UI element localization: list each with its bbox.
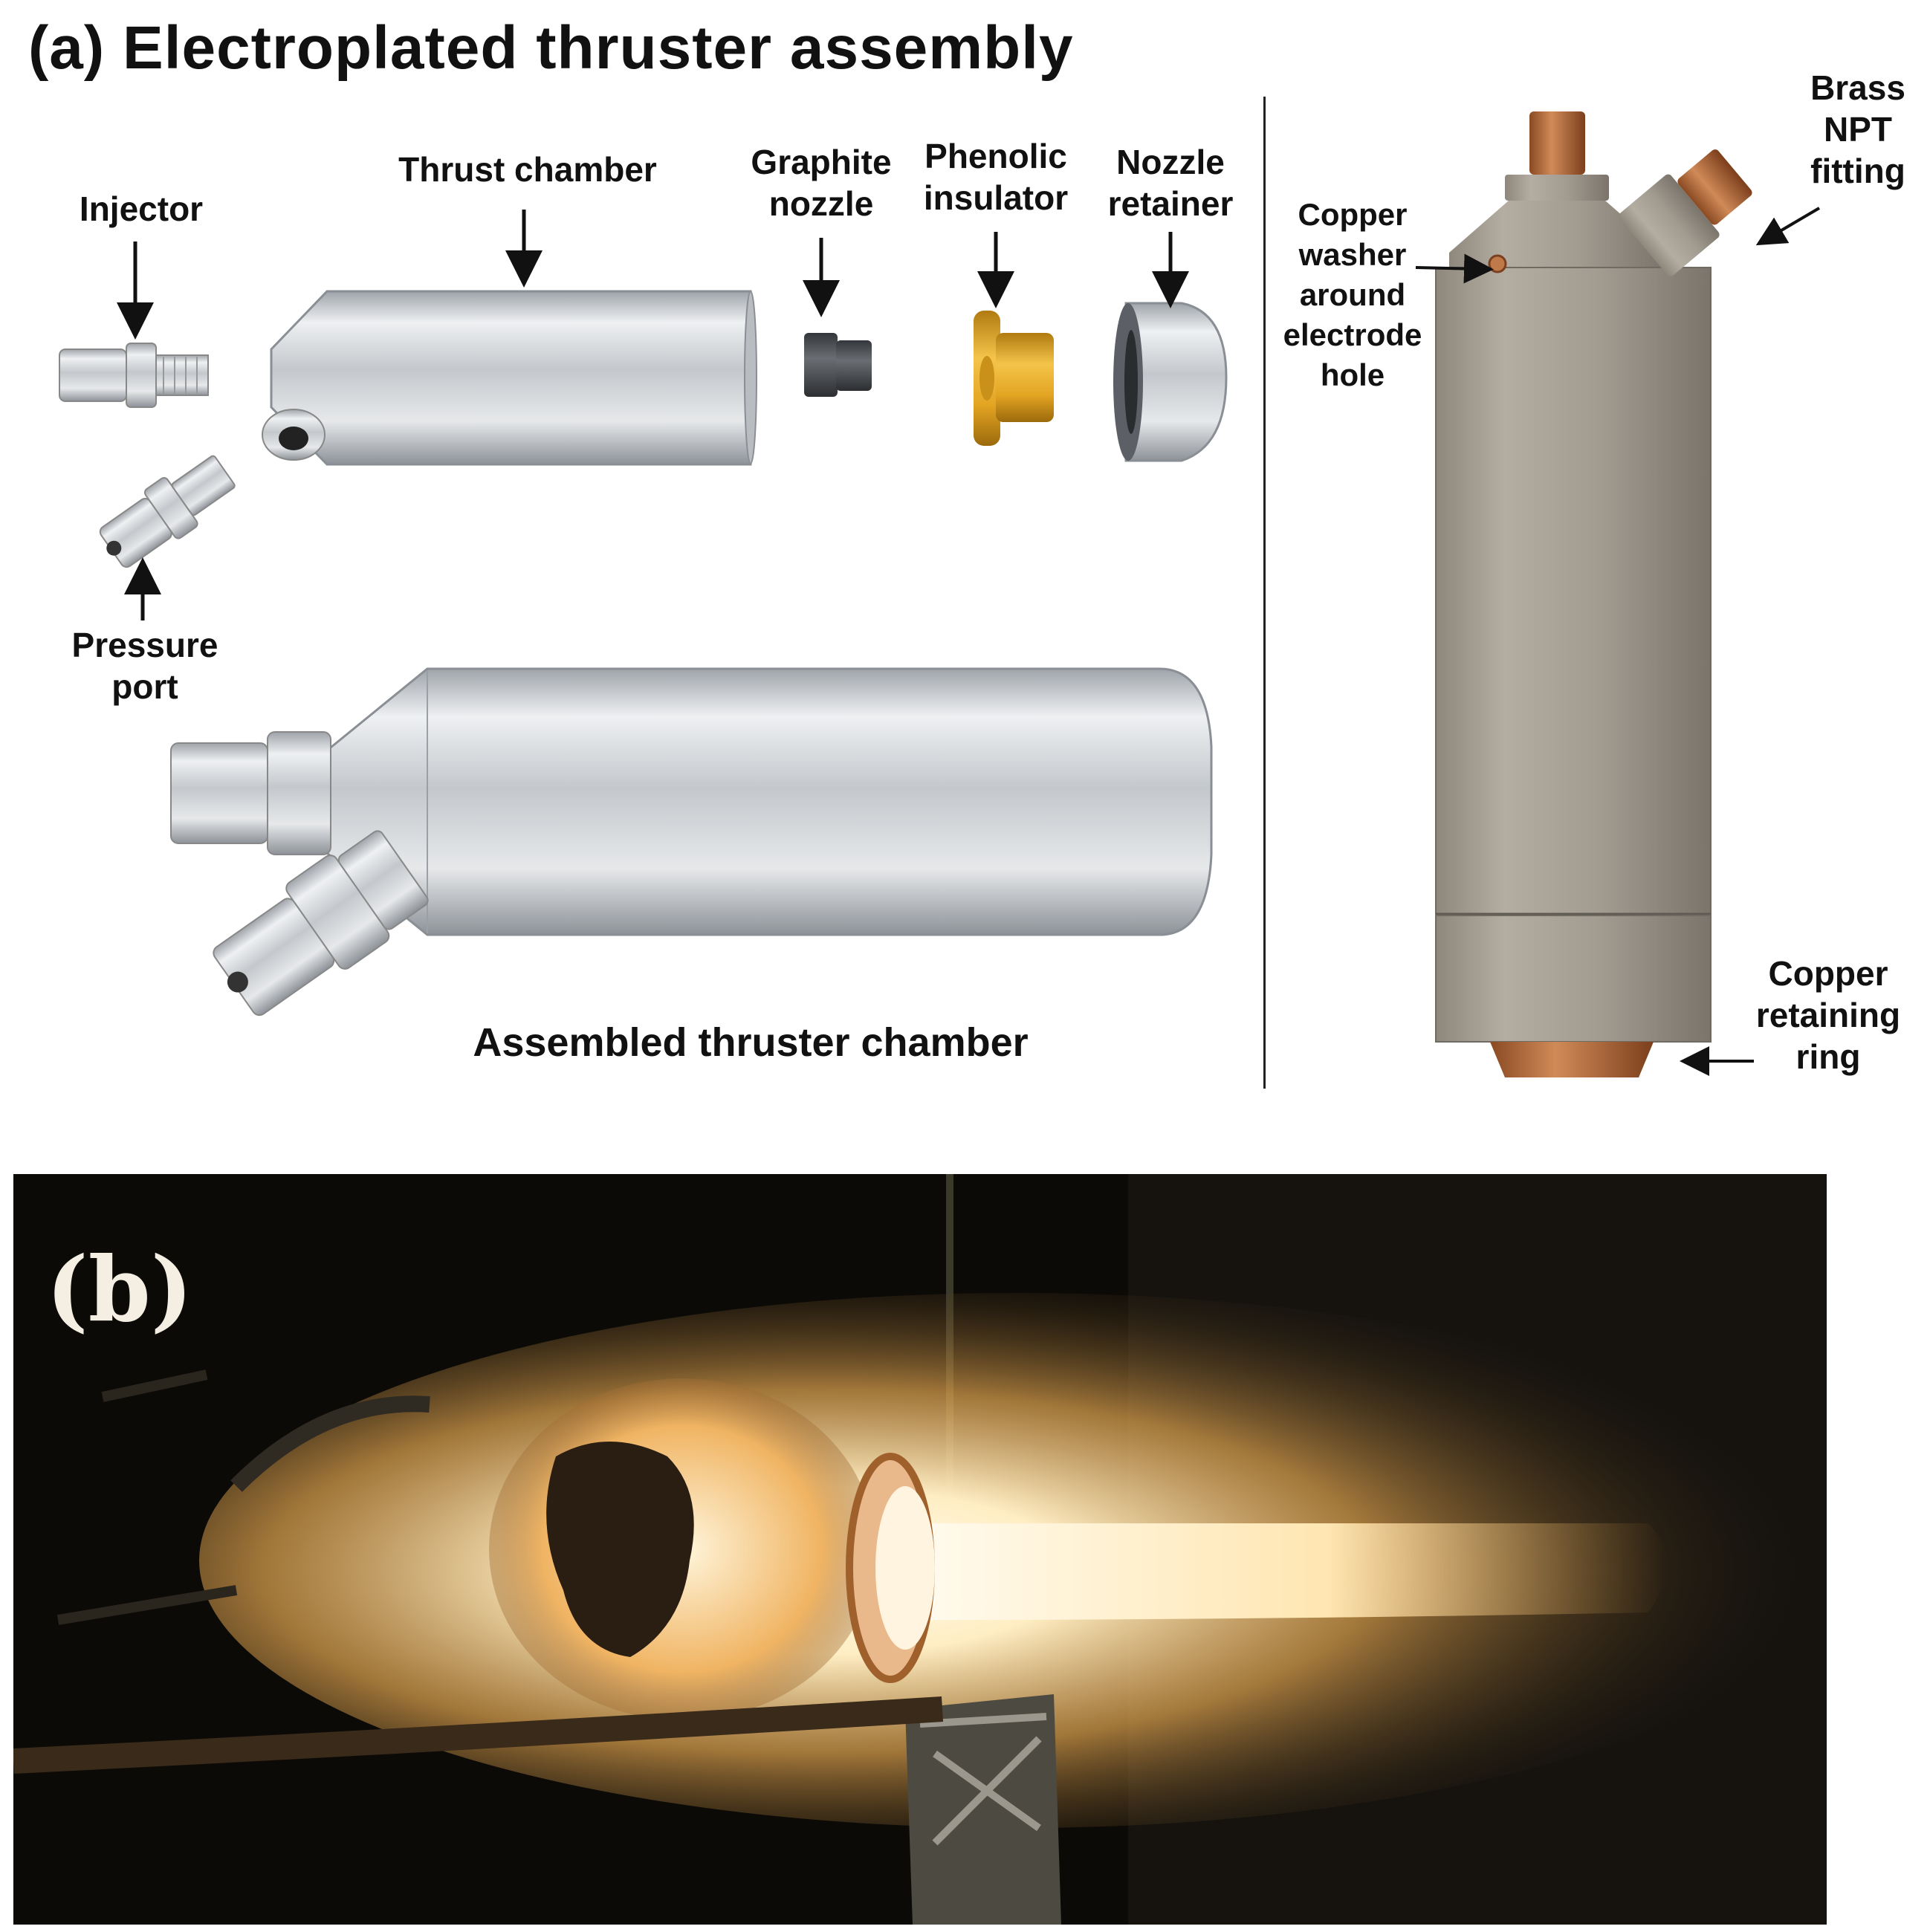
exploded-view-illustration [59,111,1821,1077]
panel-b-label: (b) [46,1237,193,1342]
label-nozzle-retainer: Nozzle retainer [1107,143,1234,223]
injector-part [59,343,209,408]
label-phenolic-insulator: Phenolic insulator [923,137,1069,217]
graphite-nozzle-part [804,333,872,397]
panel-a-title: (a) Electroplated thruster assembly [28,14,1074,82]
label-copper-washer: Copper washer around electrode hole [1283,197,1422,392]
nozzle-retainer-part [1113,302,1228,462]
brass-npt-arrow [1755,207,1821,246]
pressure-port-part [99,455,236,568]
electroplated-thruster-part [1435,111,1752,1077]
label-graphite-nozzle: Graphite nozzle [751,143,892,223]
panel-divider [1263,97,1266,1089]
hot-fire-photo [13,1174,1827,1925]
label-copper-retaining-ring: Copper retaining ring [1755,954,1901,1076]
assembled-thruster-part [170,667,1213,1017]
thrust-chamber-part [262,290,757,466]
copper-washer-arrow [1415,253,1494,284]
label-injector: Injector [79,189,204,228]
hot-fire-photo-illustration [13,1174,1827,1925]
label-thrust-chamber: Thrust chamber [398,150,657,189]
label-brass-npt-fitting: Brass NPT fitting [1810,68,1905,190]
label-pressure-port: Pressure port [71,626,218,706]
phenolic-insulator-part [974,311,1054,446]
label-assembled-thruster-chamber: Assembled thruster chamber [473,1020,1029,1065]
